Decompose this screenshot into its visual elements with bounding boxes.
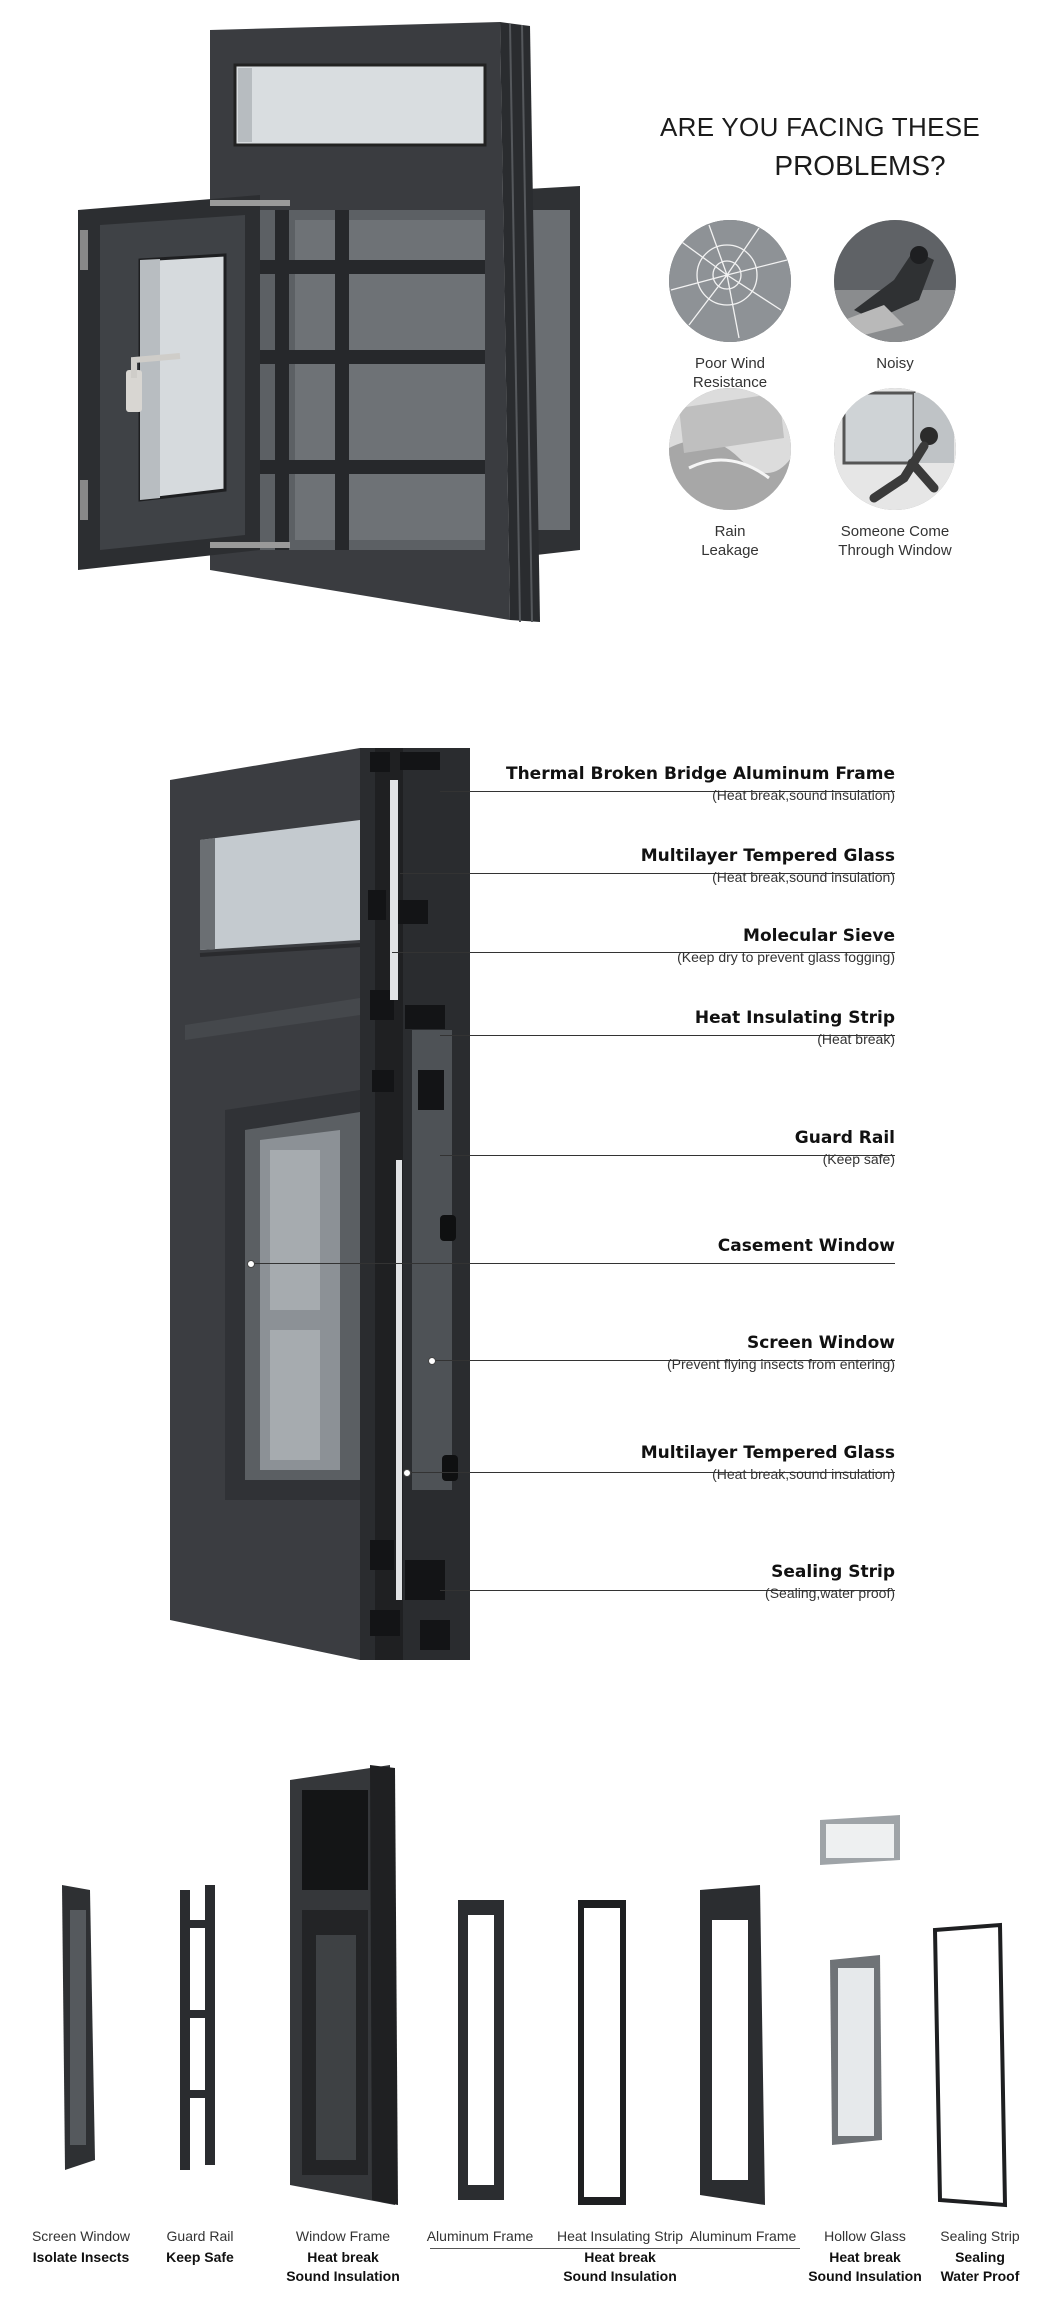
callout-subtitle: (Heat break,sound insulation) bbox=[712, 869, 895, 885]
part-feature: Heat break Sound Insulation bbox=[808, 2249, 922, 2284]
callout-leader bbox=[400, 873, 895, 874]
callout-molecular-sieve: Molecular Sieve (Keep dry to prevent gla… bbox=[677, 926, 895, 965]
casement-window-illustration bbox=[78, 22, 580, 623]
problem-label: Poor Wind Resistance bbox=[692, 355, 768, 391]
window-frame-part bbox=[290, 1765, 398, 2205]
part-label: Aluminum Frame bbox=[405, 2228, 555, 2248]
callout-leader bbox=[440, 1035, 895, 1036]
part-name: Screen Window bbox=[31, 2228, 131, 2244]
part-feature: Heat break Sound Insulation bbox=[286, 2249, 400, 2284]
problem-item: Noisy bbox=[810, 220, 980, 373]
callout-casement-window: Casement Window bbox=[718, 1236, 895, 1259]
callout-marker bbox=[247, 1260, 255, 1268]
problem-label: Someone Come Through Window bbox=[838, 523, 952, 559]
callout-leader bbox=[440, 1590, 895, 1591]
part-name: Aluminum Frame bbox=[426, 2228, 534, 2244]
callout-screen-window: Screen Window (Prevent flying insects fr… bbox=[667, 1333, 895, 1372]
part-label: Screen Window Isolate Insects bbox=[6, 2228, 156, 2267]
callout-subtitle: (Prevent flying insects from entering) bbox=[667, 1356, 895, 1372]
part-name: Sealing Strip bbox=[940, 2228, 1020, 2244]
callout-leader bbox=[440, 1155, 895, 1156]
heat-insulating-strip-part bbox=[578, 1900, 626, 2205]
callout-leader bbox=[392, 952, 895, 953]
part-label: Sealing Strip Sealing Water Proof bbox=[905, 2228, 1055, 2286]
problem-label: Rain Leakage bbox=[701, 523, 759, 559]
callout-leader bbox=[405, 1472, 895, 1473]
aluminum-frame-part-2 bbox=[700, 1885, 765, 2205]
callout-title: Multilayer Tempered Glass bbox=[640, 846, 895, 866]
callout-subtitle: (Keep safe) bbox=[822, 1151, 895, 1167]
callout-title: Multilayer Tempered Glass bbox=[640, 1443, 895, 1463]
part-label: Heat Insulating Strip Heat break Sound I… bbox=[540, 2228, 700, 2286]
part-label: Guard Rail Keep Safe bbox=[125, 2228, 275, 2267]
callout-tempered-glass: Multilayer Tempered Glass (Heat break,so… bbox=[641, 846, 895, 885]
part-feature: Heat break Sound Insulation bbox=[563, 2249, 677, 2284]
callout-subtitle: (Sealing,water proof) bbox=[765, 1585, 895, 1601]
part-name: Heat Insulating Strip bbox=[556, 2228, 684, 2244]
part-name: Aluminum Frame bbox=[689, 2228, 797, 2244]
callout-marker bbox=[428, 1357, 436, 1365]
aluminum-frame-part bbox=[458, 1900, 504, 2200]
problems-title-line2: PROBLEMS? bbox=[774, 150, 946, 181]
callout-title: Guard Rail bbox=[794, 1128, 895, 1148]
part-name: Guard Rail bbox=[166, 2228, 234, 2244]
callout-heat-strip: Heat Insulating Strip (Heat break) bbox=[695, 1008, 895, 1047]
callout-leader bbox=[250, 1263, 895, 1264]
problems-title-line1: ARE YOU FACING THESE bbox=[659, 112, 980, 142]
callout-tempered-glass-lower: Multilayer Tempered Glass (Heat break,so… bbox=[641, 1443, 895, 1482]
intruder-icon bbox=[834, 388, 956, 510]
part-name: Window Frame bbox=[295, 2228, 391, 2244]
part-name: Hollow Glass bbox=[824, 2228, 906, 2244]
hollow-glass-part bbox=[820, 1815, 900, 2145]
label-group-underline bbox=[430, 2248, 800, 2249]
construction-noise-icon bbox=[834, 220, 956, 342]
callout-title: Molecular Sieve bbox=[743, 926, 895, 946]
callout-title: Screen Window bbox=[746, 1333, 895, 1353]
exploded-parts-illustration bbox=[62, 1765, 1008, 2208]
callout-marker bbox=[403, 1469, 411, 1477]
problem-item: Someone Come Through Window bbox=[810, 388, 980, 560]
callout-subtitle: (Keep dry to prevent glass fogging) bbox=[677, 949, 895, 965]
callout-guard-rail: Guard Rail (Keep safe) bbox=[795, 1128, 895, 1167]
callout-sealing-strip: Sealing Strip (Sealing,water proof) bbox=[765, 1562, 895, 1601]
guard-rail-part bbox=[180, 1885, 215, 2170]
sealing-strip-part bbox=[932, 1922, 1008, 2208]
callout-subtitle: (Heat break,sound insulation) bbox=[712, 787, 895, 803]
part-feature: Isolate Insects bbox=[32, 2249, 130, 2265]
callout-thermal-frame: Thermal Broken Bridge Aluminum Frame (He… bbox=[506, 764, 895, 803]
problem-label: Noisy bbox=[876, 355, 914, 372]
part-label: Window Frame Heat break Sound Insulation bbox=[268, 2228, 418, 2286]
callout-title: Sealing Strip bbox=[771, 1562, 895, 1582]
part-feature: Sealing Water Proof bbox=[940, 2249, 1020, 2284]
problem-item: Poor Wind Resistance bbox=[645, 220, 815, 392]
callout-leader bbox=[430, 1360, 895, 1361]
broken-glass-icon bbox=[669, 220, 791, 342]
callout-leader bbox=[440, 791, 895, 792]
part-label: Aluminum Frame bbox=[668, 2228, 818, 2248]
frame-cross-section-illustration bbox=[170, 748, 470, 1660]
callout-title: Casement Window bbox=[717, 1236, 895, 1256]
part-label: Hollow Glass Heat break Sound Insulation bbox=[790, 2228, 940, 2286]
callout-title: Thermal Broken Bridge Aluminum Frame bbox=[505, 764, 895, 784]
part-feature: Keep Safe bbox=[166, 2249, 234, 2265]
callout-title: Heat Insulating Strip bbox=[694, 1008, 895, 1028]
callout-subtitle: (Heat break) bbox=[817, 1031, 895, 1047]
problem-item: Rain Leakage bbox=[645, 388, 815, 560]
callout-subtitle: (Heat break,sound insulation) bbox=[712, 1466, 895, 1482]
rain-leak-icon bbox=[669, 388, 791, 510]
screen-window-part bbox=[62, 1885, 95, 2170]
